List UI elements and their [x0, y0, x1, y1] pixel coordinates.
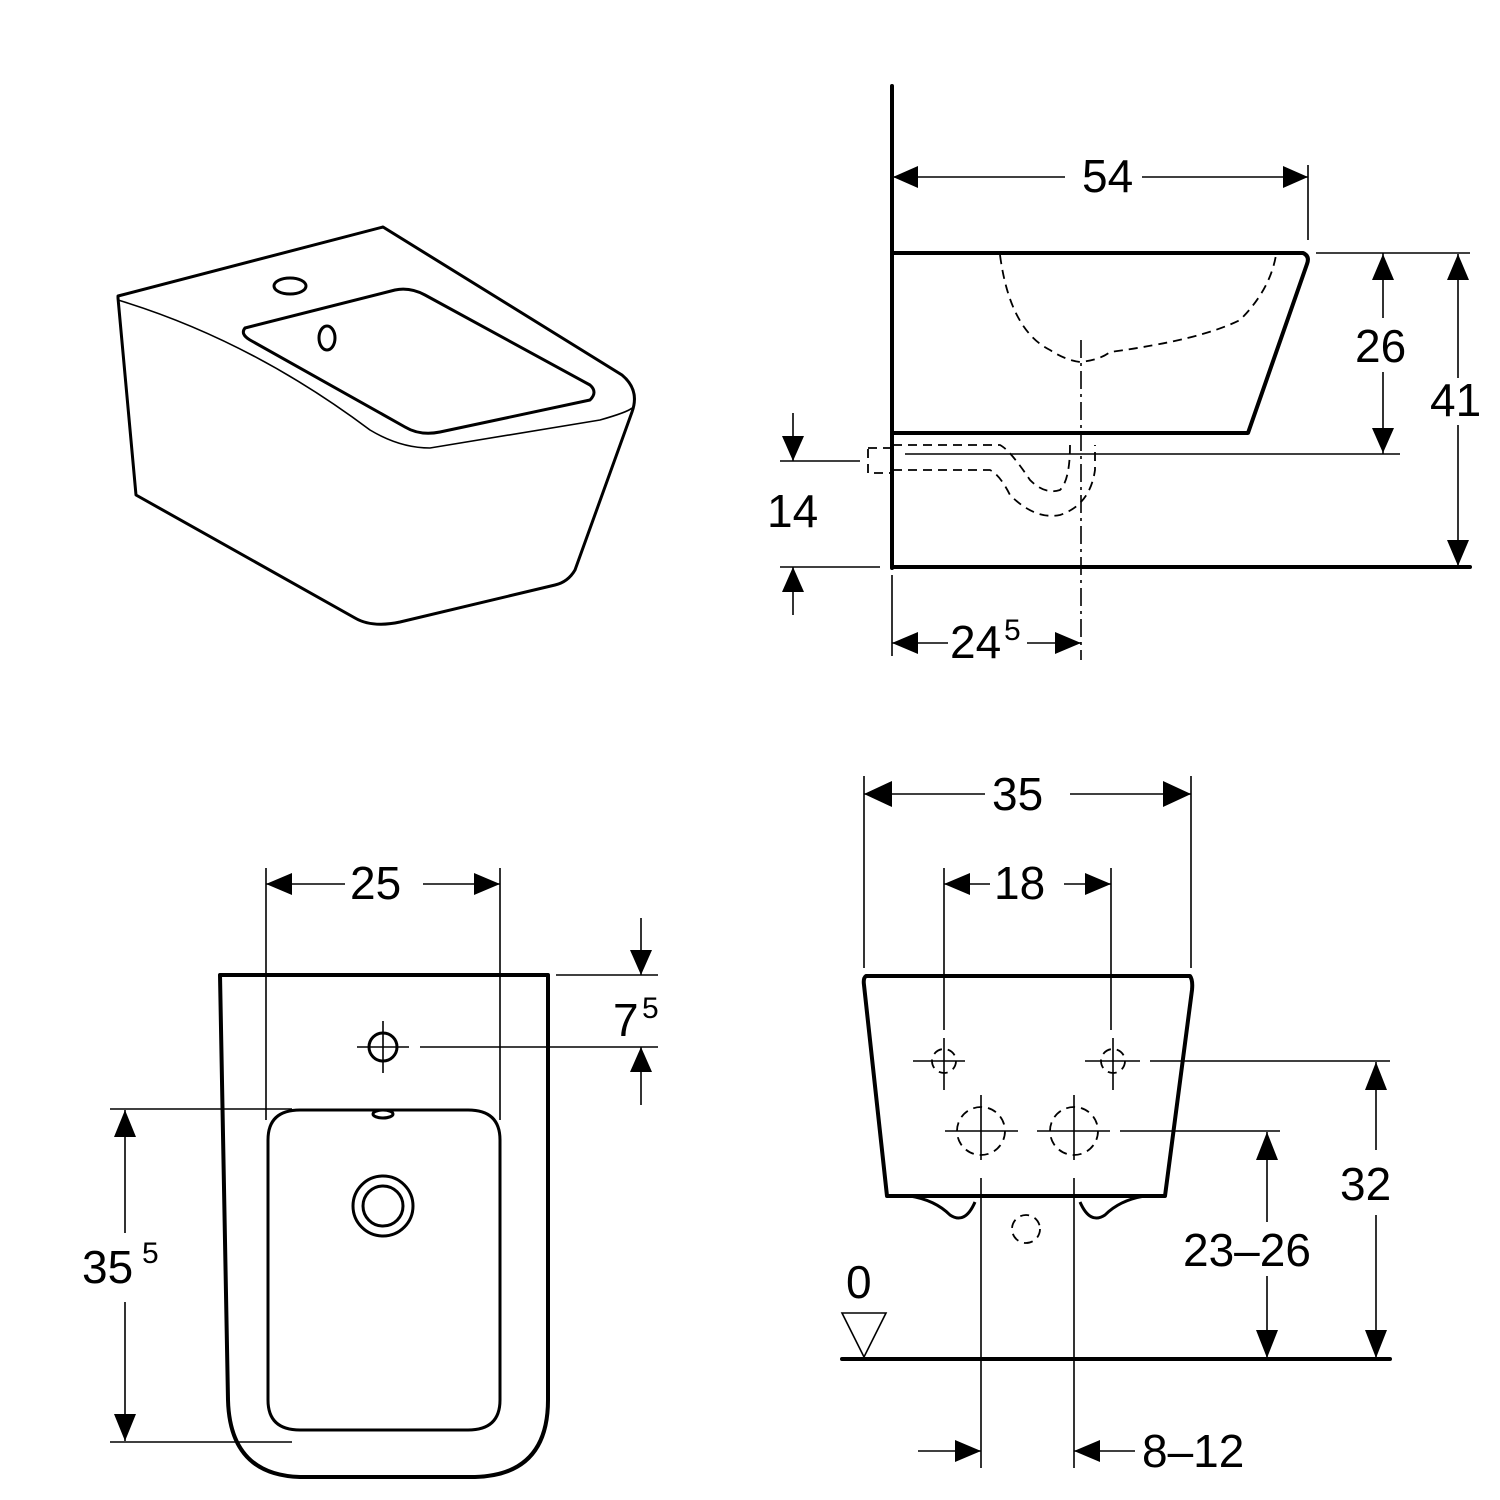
dim-outlet-distance-sup: 5: [1004, 614, 1021, 647]
dim-outlet-distance: 24: [950, 616, 1001, 668]
dim-fixing-height: 32: [1340, 1158, 1391, 1210]
dim-overall-depth: 54: [1082, 150, 1133, 202]
dim-overall-width: 35: [992, 768, 1043, 820]
perspective-view: [116, 225, 636, 626]
overflow-hole-icon: [317, 324, 337, 352]
dim-tap-hole-offset: 7: [613, 994, 639, 1046]
dim-supply-spacing: 8–12: [1142, 1425, 1244, 1477]
top-view: 25 7 5 35 5: [82, 857, 659, 1479]
dim-bowl-length-sup: 5: [142, 1237, 159, 1270]
dim-outlet-height: 14: [767, 485, 818, 537]
dim-tap-hole-span: 25: [350, 857, 401, 909]
dim-supply-height: 23–26: [1183, 1224, 1311, 1276]
dim-overall-height: 41: [1430, 374, 1481, 426]
floor-level-label: 0: [846, 1256, 872, 1308]
side-view: 54 26 41 14 24 5: [767, 84, 1481, 668]
tap-hole-icon: [272, 276, 308, 296]
dim-fixing-spacing: 18: [994, 857, 1045, 909]
dim-bowl-length: 35: [82, 1241, 133, 1293]
rear-view: 0 35 18 32 23–26 8–12: [840, 768, 1392, 1477]
dim-bowl-height: 26: [1355, 320, 1406, 372]
dim-tap-hole-offset-sup: 5: [642, 992, 659, 1025]
floor-level-icon: [840, 1312, 888, 1359]
